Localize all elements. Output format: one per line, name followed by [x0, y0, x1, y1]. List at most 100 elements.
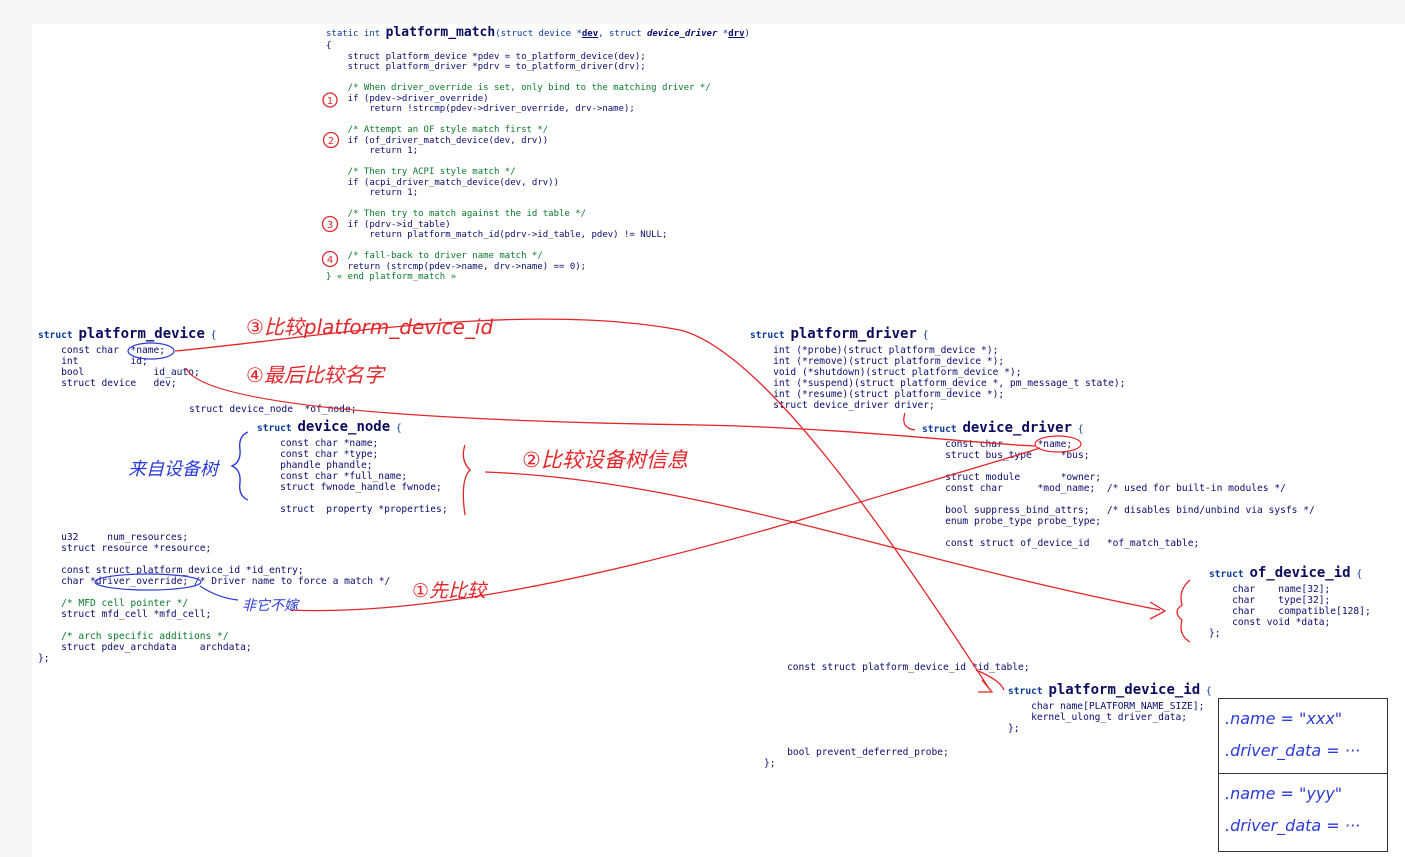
platform-device-line: int id;: [38, 356, 148, 367]
platform-device-id-line: kernel_ulong_t driver_data;: [1008, 712, 1188, 723]
entry-driver-data: .driver_data = ···: [1225, 741, 1361, 760]
platform-device-id-line: };: [1008, 723, 1020, 734]
platform-match-line: } « end platform_match »: [326, 272, 457, 282]
platform-match-line: return 1;: [326, 188, 419, 198]
step-circle-3: [321, 215, 339, 233]
step-circle-1: [322, 92, 338, 108]
platform-match-line: if (pdrv->id_table): [326, 219, 451, 230]
device-node-line: const char *name;: [257, 438, 379, 449]
platform-driver-line: struct device_driver driver;: [750, 400, 935, 411]
of-device-id-line: };: [1209, 628, 1221, 639]
device-node-line: const char *full_name;: [257, 471, 408, 482]
platform-match-line: if (acpi_driver_match_device(dev, drv)): [326, 177, 559, 188]
platform-match-line: struct platform_device *pdev = to_platfo…: [326, 51, 646, 62]
note-override: 非它不嫁: [242, 598, 300, 614]
step-circle-4: [321, 250, 339, 268]
platform-match-line: /* Then try ACPI style match */: [326, 167, 516, 177]
step-number-1: 1: [327, 96, 333, 107]
device-driver-line: const char *mod_name; /* used for built-…: [922, 483, 1286, 494]
platform-device-line: char *driver_override; /* Driver name to…: [38, 576, 391, 587]
step-number-4: 4: [327, 255, 333, 266]
highlight-driver-override: [94, 573, 202, 591]
override-pointer: [199, 585, 239, 601]
connector-of-node-to-of-device-id: [484, 471, 1161, 611]
platform-match-line: /* fall-back to driver name match */: [326, 251, 543, 261]
platform-driver-title: struct platform_driver {: [750, 326, 929, 342]
platform-device-line: /* MFD cell pointer */: [38, 598, 189, 609]
platform-match-line: struct platform_driver *pdrv = to_platfo…: [326, 62, 646, 72]
platform-driver-line: void (*shutdown)(struct platform_device …: [750, 367, 1022, 378]
note-step2: ②比较设备树信息: [522, 448, 688, 472]
platform-device-line: u32 num_resources;: [38, 532, 189, 543]
platform-driver-line: int (*probe)(struct platform_device *);: [750, 345, 999, 356]
note-step1: ①先比较: [412, 580, 489, 602]
platform-match-line: {: [326, 41, 332, 51]
device-driver-line: bool suppress_bind_attrs; /* disables bi…: [922, 505, 1315, 516]
platform-driver-id-table: const struct platform_device_id *id_tabl…: [787, 662, 1030, 673]
id-table-entry: .name = "yyy" .driver_data = ···: [1219, 774, 1387, 849]
platform-match-line: return (strcmp(pdev->name, drv->name) ==…: [326, 261, 587, 272]
arrowhead: [1149, 601, 1167, 620]
device-node-fields: const char *name; const char *type; phan…: [257, 438, 448, 515]
of-device-id-fields: char name[32]; char type[32]; char compa…: [1209, 584, 1371, 639]
platform-device-line: struct pdev_archdata archdata;: [38, 642, 252, 653]
device-driver-fields: const char *name; struct bus_type *bus; …: [922, 439, 1315, 549]
platform-device-line: struct mfd_cell *mfd_cell;: [38, 609, 212, 620]
top-margin: [0, 0, 1405, 24]
step-circle-2: [322, 131, 340, 149]
highlight-drv-name: [1034, 435, 1082, 453]
left-margin: [0, 0, 32, 857]
note-step4: ④最后比较名字: [246, 363, 387, 387]
platform-device-fields-a: const char *name; int id; bool id_auto; …: [38, 345, 200, 389]
of-device-id-line: const void *data;: [1209, 617, 1331, 628]
connector-id-table: [975, 669, 1005, 691]
connector-override-to-driver-name: [289, 447, 1041, 612]
platform-match-line: /* Attempt an OF style match first */: [326, 125, 549, 135]
platform-driver-tail-a: bool prevent_deferred_probe;: [787, 747, 949, 758]
device-node-title: struct device_node {: [257, 419, 402, 435]
platform-driver-line: int (*remove)(struct platform_device *);: [750, 356, 1005, 367]
device-driver-title: struct device_driver {: [922, 420, 1084, 436]
platform-device-line: const char *name;: [38, 345, 166, 356]
of-device-id-line: char name[32];: [1209, 584, 1331, 595]
connector-driver-to-device-driver: [903, 412, 916, 431]
platform-match-body: { struct platform_device *pdev = to_plat…: [326, 41, 711, 283]
platform-device-of-node: struct device_node *of_node;: [189, 404, 357, 415]
platform-device-line: bool id_auto;: [38, 367, 200, 378]
platform-device-line: struct device dev;: [38, 378, 177, 389]
platform-match-line: return !strcmp(pdev->driver_override, dr…: [326, 104, 635, 114]
device-driver-line: enum probe_type probe_type;: [922, 516, 1102, 527]
highlight-pdev-name: [127, 342, 175, 360]
entry-driver-data: .driver_data = ···: [1225, 816, 1361, 835]
platform-driver-tail-b: };: [764, 758, 776, 769]
entry-name: .name = "xxx": [1225, 709, 1343, 728]
of-node-brace: [462, 444, 471, 516]
platform-device-line: /* arch specific additions */: [38, 631, 229, 642]
device-driver-line: const struct of_device_id *of_match_tabl…: [922, 538, 1200, 549]
device-driver-line: const char *name;: [922, 439, 1073, 450]
platform-match-line: if (pdev->driver_override): [326, 93, 489, 104]
platform-device-line: const struct platform_device_id *id_entr…: [38, 565, 304, 576]
platform-match-line: if (of_driver_match_device(dev, drv)): [326, 135, 549, 146]
device-tree-brace: [230, 431, 249, 501]
platform-driver-line: int (*suspend)(struct platform_device *,…: [750, 378, 1126, 389]
platform-match-header: static int platform_match(struct device …: [326, 25, 750, 40]
connector-name-to-driver-name: [185, 367, 1036, 447]
device-node-line: struct fwnode_handle fwnode;: [257, 482, 442, 493]
entry-name: .name = "yyy": [1225, 784, 1343, 803]
platform-driver-line: int (*resume)(struct platform_device *);: [750, 389, 1005, 400]
platform-match-line: /* Then try to match against the id tabl…: [326, 209, 587, 219]
note-step3: ③比较platform_device_id: [246, 315, 494, 339]
device-driver-line: struct bus_type *bus;: [922, 450, 1090, 461]
device-node-line: struct property *properties;: [257, 504, 448, 515]
device-node-line: const char *type;: [257, 449, 379, 460]
platform-device-line: };: [38, 653, 50, 664]
connector-name-to-id-table: [174, 318, 991, 691]
of-device-id-brace: [1176, 579, 1191, 643]
device-driver-line: struct module *owner;: [922, 472, 1102, 483]
step-number-3: 3: [327, 220, 333, 231]
of-device-id-title: struct of_device_id {: [1209, 565, 1363, 581]
platform-device-id-line: char name[PLATFORM_NAME_SIZE];: [1008, 701, 1205, 712]
platform-device-fields-b: u32 num_resources; struct resource *reso…: [38, 532, 390, 664]
